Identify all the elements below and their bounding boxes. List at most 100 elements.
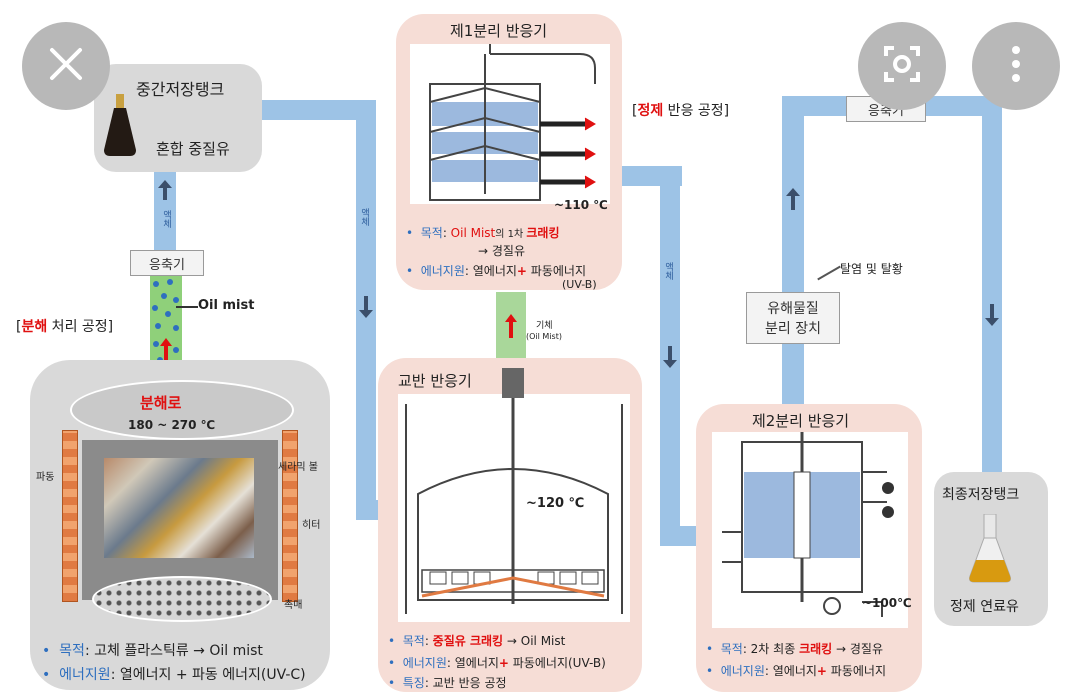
separator-box: 유해물질 분리 장치 [746, 292, 840, 344]
furnace-title: 분해로 [140, 394, 182, 412]
r1-energy-key: 에너지원 [420, 264, 465, 278]
r1-purpose-tail: → 경질유 [478, 244, 525, 258]
stirrer-energy-tail: 파동에너지(UV-B) [508, 656, 606, 670]
ceramic-left [62, 430, 78, 602]
reactor1-temp: ~110 ℃ [554, 198, 608, 212]
oil-bottle-icon [102, 94, 138, 158]
flask-icon [966, 513, 1014, 584]
r1-energy-plus: + [516, 264, 527, 278]
r2-purpose-key: 목적 [720, 642, 743, 656]
furnace-purpose: • 목적: 고체 플라스틱류 → Oil mist [42, 640, 263, 660]
stirrer-purpose-key: 목적 [402, 634, 425, 648]
energy-val-left: : 열에너지 + 파동 에너지(UV-C) [110, 667, 306, 683]
stirrer-title: 교반 반응기 [398, 372, 472, 390]
stirrer-feature-val: : 교반 반응 공정 [424, 676, 507, 690]
stirrer-energy-plus: + [498, 656, 509, 670]
reactor2-drawing [712, 432, 908, 628]
process-label-refine: [정제 반응 공정] [632, 100, 729, 120]
r1-purpose-red1: Oil Mist [450, 226, 496, 240]
stirrer-purpose: • 목적: 중질유 크래킹 → Oil Mist [388, 632, 565, 649]
pipe-to-r2 [660, 526, 700, 546]
stirrer-purpose-red: 중질유 크래킹 [432, 634, 504, 648]
reactor2-energy: • 에너지원: 열에너지+ 파동에너지 [706, 662, 886, 679]
pipe-liquid-up [154, 170, 176, 250]
bullet-icon: • [388, 656, 403, 670]
more-vertical-icon [1010, 44, 1022, 88]
pipe-top-left [258, 100, 376, 120]
lens-icon [882, 44, 922, 88]
gas-label: 기체 [536, 321, 553, 331]
bullet-icon: • [388, 634, 403, 648]
r2-purpose-tail: → 경질유 [832, 642, 883, 656]
bullet-icon: • [706, 642, 721, 656]
plastic-waste-image [104, 458, 254, 558]
close-icon [48, 46, 84, 86]
intermediate-tank-title: 중간저장탱크 [136, 80, 225, 99]
pipe-r2-up [782, 96, 804, 414]
heater-label: 히터 [302, 520, 321, 531]
intermediate-tank-sub: 혼합 중질유 [156, 140, 230, 158]
reactor2-title: 제2분리 반응기 [752, 412, 850, 430]
bullet-icon: • [406, 226, 421, 240]
purpose-key-left: 목적 [59, 643, 85, 659]
arrow-up-left [158, 180, 172, 200]
stirrer-energy-val: : 열에너지 [446, 656, 499, 670]
arrow-down-right [985, 304, 999, 326]
liquid-label-left: 액체 [161, 210, 171, 228]
r2-energy-plus: + [816, 664, 827, 678]
r2-energy-val: : 열에너지 [764, 664, 817, 678]
oil-mist-label: Oil mist [198, 298, 255, 313]
r1-purpose-red2: 크래킹 [526, 226, 560, 240]
reactor1-title: 제1분리 반응기 [450, 22, 548, 40]
ceramic-right [282, 430, 298, 602]
stirrer-purpose-tail: → Oil Mist [503, 634, 566, 648]
more-button[interactable] [972, 22, 1060, 110]
gas-column [496, 292, 526, 358]
bullet-icon: • [406, 264, 421, 278]
oil-mist-pointer [176, 306, 198, 308]
catalyst-label: 촉매 [284, 600, 303, 611]
r1-energy-tail: 파동에너지 [526, 264, 586, 278]
refine-red: 정제 [637, 103, 664, 119]
desulf-label: 탈염 및 탈황 [840, 262, 903, 276]
final-tank-sub: 정제 연료유 [950, 599, 1019, 615]
close-button[interactable] [22, 22, 110, 110]
process-bracket-left: [ [16, 319, 22, 335]
bullet-icon: • [42, 667, 60, 683]
final-tank-title: 최종저장탱크 [942, 487, 1020, 503]
arrow-down-pipe2 [663, 346, 677, 368]
purpose-val-left: : 고체 플라스틱류 → Oil mist [84, 643, 263, 659]
r2-energy-key: 에너지원 [720, 664, 765, 678]
stirrer-feature-key: 특징 [402, 676, 425, 690]
arrow-down-pipe1 [359, 296, 373, 318]
oil-mist-column [150, 276, 182, 368]
reactor2-temp: ~100℃ [862, 596, 912, 610]
furnace-temp: 180 ~ 270 ℃ [128, 418, 216, 432]
refine-rest: 반응 공정] [663, 103, 730, 119]
bullet-icon: • [42, 643, 60, 659]
ceramic-label: 세라믹 볼 [278, 462, 318, 473]
separator-line2: 분리 장치 [765, 321, 821, 337]
process-red-left: 분해 [21, 319, 48, 335]
bullet-icon: • [388, 676, 403, 690]
liquid-label-pipe1: 액체 [359, 208, 369, 226]
stirrer-energy-key: 에너지원 [402, 656, 447, 670]
liquid-label-pipe2: 액체 [663, 262, 673, 280]
stirrer-feature: • 특징: 교반 반응 공정 [388, 674, 507, 691]
reactor1-purpose: • 목적: Oil Mist의 1차 크래킹 [406, 224, 560, 241]
reactor2-purpose: • 목적: 2차 최종 크래킹 → 경질유 [706, 640, 883, 657]
r1-purpose-pre: : [442, 226, 451, 240]
condenser-left: 응축기 [130, 250, 204, 276]
r2-energy-tail: 파동에너지 [826, 664, 886, 678]
separator-line1: 유해물질 [767, 301, 819, 317]
stirrer-drawing [398, 364, 630, 622]
stirrer-energy: • 에너지원: 열에너지+ 파동에너지(UV-B) [388, 654, 606, 671]
desulf-pointer [817, 265, 841, 281]
bullet-icon: • [706, 664, 721, 678]
wave-label: 파동 [36, 472, 55, 483]
lens-button[interactable] [858, 22, 946, 110]
colon: : [424, 634, 433, 648]
gas-label-sub: (Oil Mist) [526, 332, 562, 341]
stirrer-temp: ~120 ℃ [526, 496, 585, 511]
reactor1-drawing [410, 44, 610, 204]
